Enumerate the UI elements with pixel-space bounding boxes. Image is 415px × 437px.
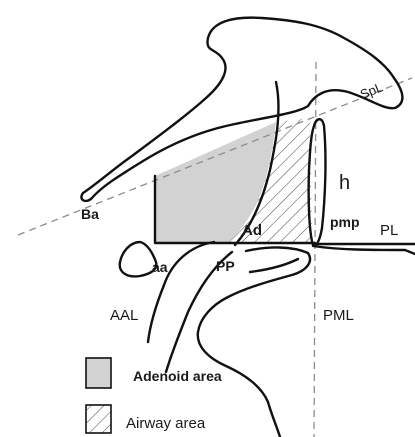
pmp-label: pmp	[330, 214, 360, 230]
aa-label: aa	[152, 259, 168, 275]
h-label: h	[339, 172, 350, 194]
legend-adenoid-label: Adenoid area	[133, 368, 222, 384]
pp-label: PP	[216, 258, 235, 274]
pml-label: PML	[323, 307, 354, 324]
pml-outline	[198, 247, 310, 437]
pl-label: PL	[380, 222, 398, 239]
legend-airway-swatch	[86, 405, 111, 433]
ba-label: Ba	[81, 206, 99, 222]
palate-lower-contour	[313, 246, 415, 254]
legend-airway-label: Airway area	[126, 415, 206, 432]
legend-adenoid-swatch	[86, 358, 111, 388]
aa-structure	[120, 242, 157, 276]
ad-label: Ad	[242, 222, 262, 239]
vertical-reference-line	[314, 62, 316, 437]
legend: Adenoid area Airway area	[86, 358, 222, 433]
aal-label: AAL	[110, 307, 138, 324]
spl-label: SpL	[358, 79, 385, 102]
pml-upper-curve	[250, 259, 298, 272]
